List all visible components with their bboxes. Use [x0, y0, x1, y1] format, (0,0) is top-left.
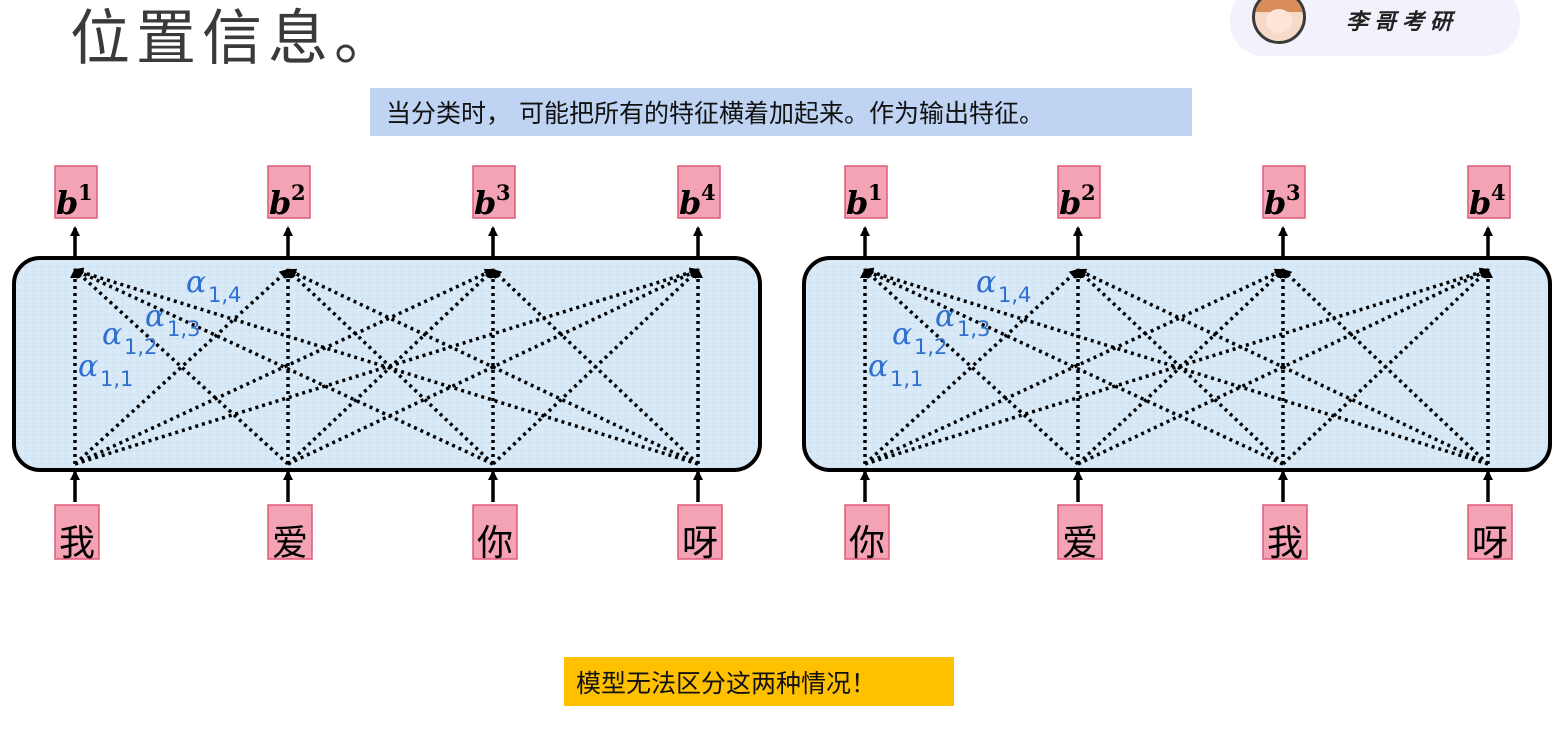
alpha-weight: α	[78, 349, 98, 384]
alpha-weight-sub: 1,4	[208, 283, 241, 307]
input-token: 你	[849, 523, 885, 564]
input-label-box	[1467, 504, 1513, 560]
alpha-weight-sub: 1,3	[167, 317, 200, 341]
attention-box	[12, 256, 762, 472]
alpha-weight: α	[145, 299, 165, 334]
attention-link	[73, 268, 290, 466]
caption-banner: 当分类时， 可能把所有的特征横着加起来。作为输出特征。	[370, 88, 1192, 136]
conclusion-note: 模型无法区分这两种情况！	[564, 657, 954, 706]
output-label: b	[56, 184, 78, 222]
attention-link	[1281, 268, 1490, 466]
output-label-sup: 3	[1286, 180, 1301, 205]
output-label: b	[474, 184, 496, 222]
input-token: 我	[1267, 523, 1303, 564]
output-label-box	[1057, 165, 1101, 219]
output-label: b	[679, 184, 701, 222]
alpha-weight: α	[102, 317, 122, 352]
input-token: 你	[477, 523, 513, 564]
alpha-weight-sub: 1,2	[124, 335, 157, 359]
output-label-box	[472, 165, 516, 219]
output-label: b	[1469, 184, 1491, 222]
attention-link	[863, 268, 1080, 466]
input-label-box	[677, 504, 723, 560]
page-title: 位置信息。	[70, 4, 400, 74]
output-label-box	[844, 165, 888, 219]
output-label: b	[1059, 184, 1081, 222]
input-token: 爱	[1062, 523, 1098, 564]
output-label: b	[846, 184, 868, 222]
output-label-box	[1467, 165, 1511, 219]
attention-box	[802, 256, 1552, 472]
alpha-weight: α	[976, 265, 996, 300]
attention-link	[73, 268, 290, 466]
output-label-sup: 2	[291, 180, 306, 205]
output-label-sup: 3	[496, 180, 511, 205]
input-label-box	[54, 504, 100, 560]
output-label-sup: 4	[701, 180, 716, 205]
alpha-weight-sub: 1,2	[914, 335, 947, 359]
input-label-box	[472, 504, 518, 560]
input-label-box	[1262, 504, 1308, 560]
output-label-sup: 2	[1081, 180, 1096, 205]
output-label-box	[677, 165, 721, 219]
alpha-weight-sub: 1,1	[890, 367, 923, 391]
alpha-weight-sub: 1,3	[957, 317, 990, 341]
output-label-sup: 1	[78, 180, 93, 205]
output-label-sup: 4	[1491, 180, 1506, 205]
input-token: 爱	[272, 523, 308, 564]
output-label-box	[1262, 165, 1306, 219]
attention-link	[863, 268, 1080, 466]
attention-link	[491, 268, 700, 466]
alpha-weight: α	[868, 349, 888, 384]
output-label: b	[269, 184, 291, 222]
output-label-box	[267, 165, 311, 219]
input-label-box	[844, 504, 890, 560]
input-label-box	[1057, 504, 1103, 560]
alpha-weight: α	[935, 299, 955, 334]
attention-link	[286, 268, 699, 466]
output-label-box	[54, 165, 98, 219]
output-label: b	[1264, 184, 1286, 222]
avatar-icon	[1252, 0, 1306, 44]
input-token: 我	[59, 523, 95, 564]
attention-link	[1076, 268, 1489, 466]
alpha-weight-sub: 1,1	[100, 367, 133, 391]
author-badge: 李哥考研	[1230, 0, 1520, 56]
input-token: 呀	[1472, 523, 1508, 564]
alpha-weight-sub: 1,4	[998, 283, 1031, 307]
output-label-sup: 1	[868, 180, 883, 205]
input-label-box	[267, 504, 313, 560]
alpha-weight: α	[186, 265, 206, 300]
badge-text: 李哥考研	[1346, 10, 1459, 35]
alpha-weight: α	[892, 317, 912, 352]
input-token: 呀	[682, 523, 718, 564]
